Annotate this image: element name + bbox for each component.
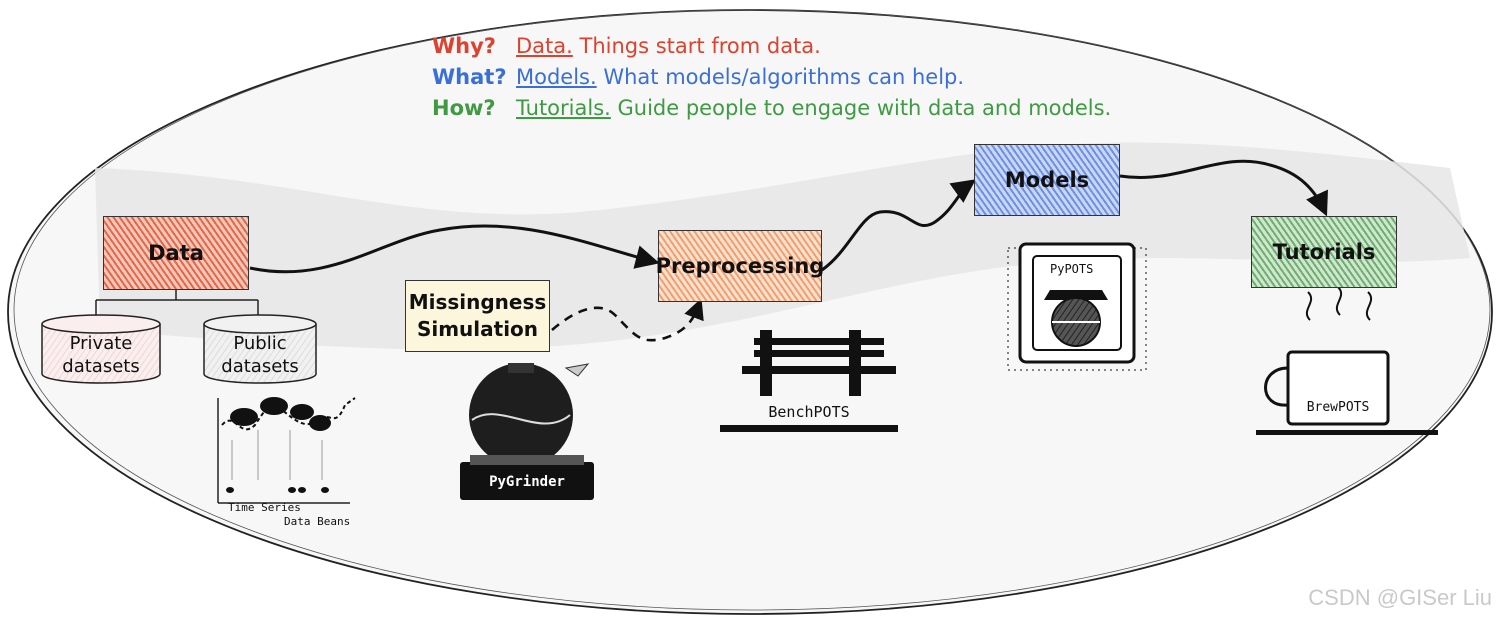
header-how-line: How? Tutorials. Guide people to engage wi… (432, 96, 1111, 120)
pypots-chip-illustration (1007, 242, 1147, 371)
flow-models-to-tutorials (1119, 159, 1328, 217)
private-datasets-label: Private datasets (62, 333, 140, 378)
pygrinder-label: PyGrinder (489, 474, 565, 490)
flow-missingness-dashed (551, 298, 704, 342)
how-text: Guide people to engage with data and mod… (610, 96, 1112, 120)
pygrinder-illustration (460, 363, 594, 500)
private-datasets-cylinder (41, 314, 161, 384)
what-text: What models/algorithms can help. (596, 65, 965, 89)
how-keyword-link[interactable]: Tutorials. (516, 96, 611, 120)
node-preprocessing[interactable]: Preprocessing (656, 230, 824, 302)
public-datasets-label: Public datasets (221, 333, 299, 378)
time-series-beans-illustration (217, 397, 356, 504)
benchpots-label: BenchPOTS (768, 403, 850, 421)
what-keyword-link[interactable]: Models. (516, 65, 597, 89)
node-data[interactable]: Data (103, 216, 249, 290)
brewpots-label: BrewPOTS (1306, 400, 1370, 415)
pypots-label: PyPOTS (1050, 262, 1094, 276)
flow-preprocessing-to-models (821, 179, 976, 272)
what-question: What? (432, 65, 507, 89)
data-tree-lines (95, 290, 259, 318)
csdn-watermark: CSDN @GISer Liu (1308, 585, 1492, 610)
header-what-line: What? Models. What models/algorithms can … (432, 65, 964, 89)
beans-label-line1: Time Series (228, 501, 301, 514)
outer-ellipse-sketch (13, 9, 1491, 611)
why-keyword-link[interactable]: Data. (516, 34, 573, 58)
node-models[interactable]: Models (974, 144, 1120, 216)
beans-label-line2: Data Beans (284, 515, 351, 528)
header-why-line: Why? Data. Things start from data. (432, 34, 821, 58)
flow-data-to-preprocessing (249, 224, 660, 274)
brewpots-cup-illustration (1256, 286, 1438, 435)
node-missingness-simulation[interactable]: Missingness Simulation (405, 280, 550, 352)
public-datasets-cylinder (203, 314, 317, 384)
why-question: Why? (432, 34, 496, 58)
benchpots-illustration (720, 330, 898, 432)
node-tutorials[interactable]: Tutorials (1251, 216, 1397, 288)
how-question: How? (432, 96, 496, 120)
why-text: Things start from data. (572, 34, 821, 58)
